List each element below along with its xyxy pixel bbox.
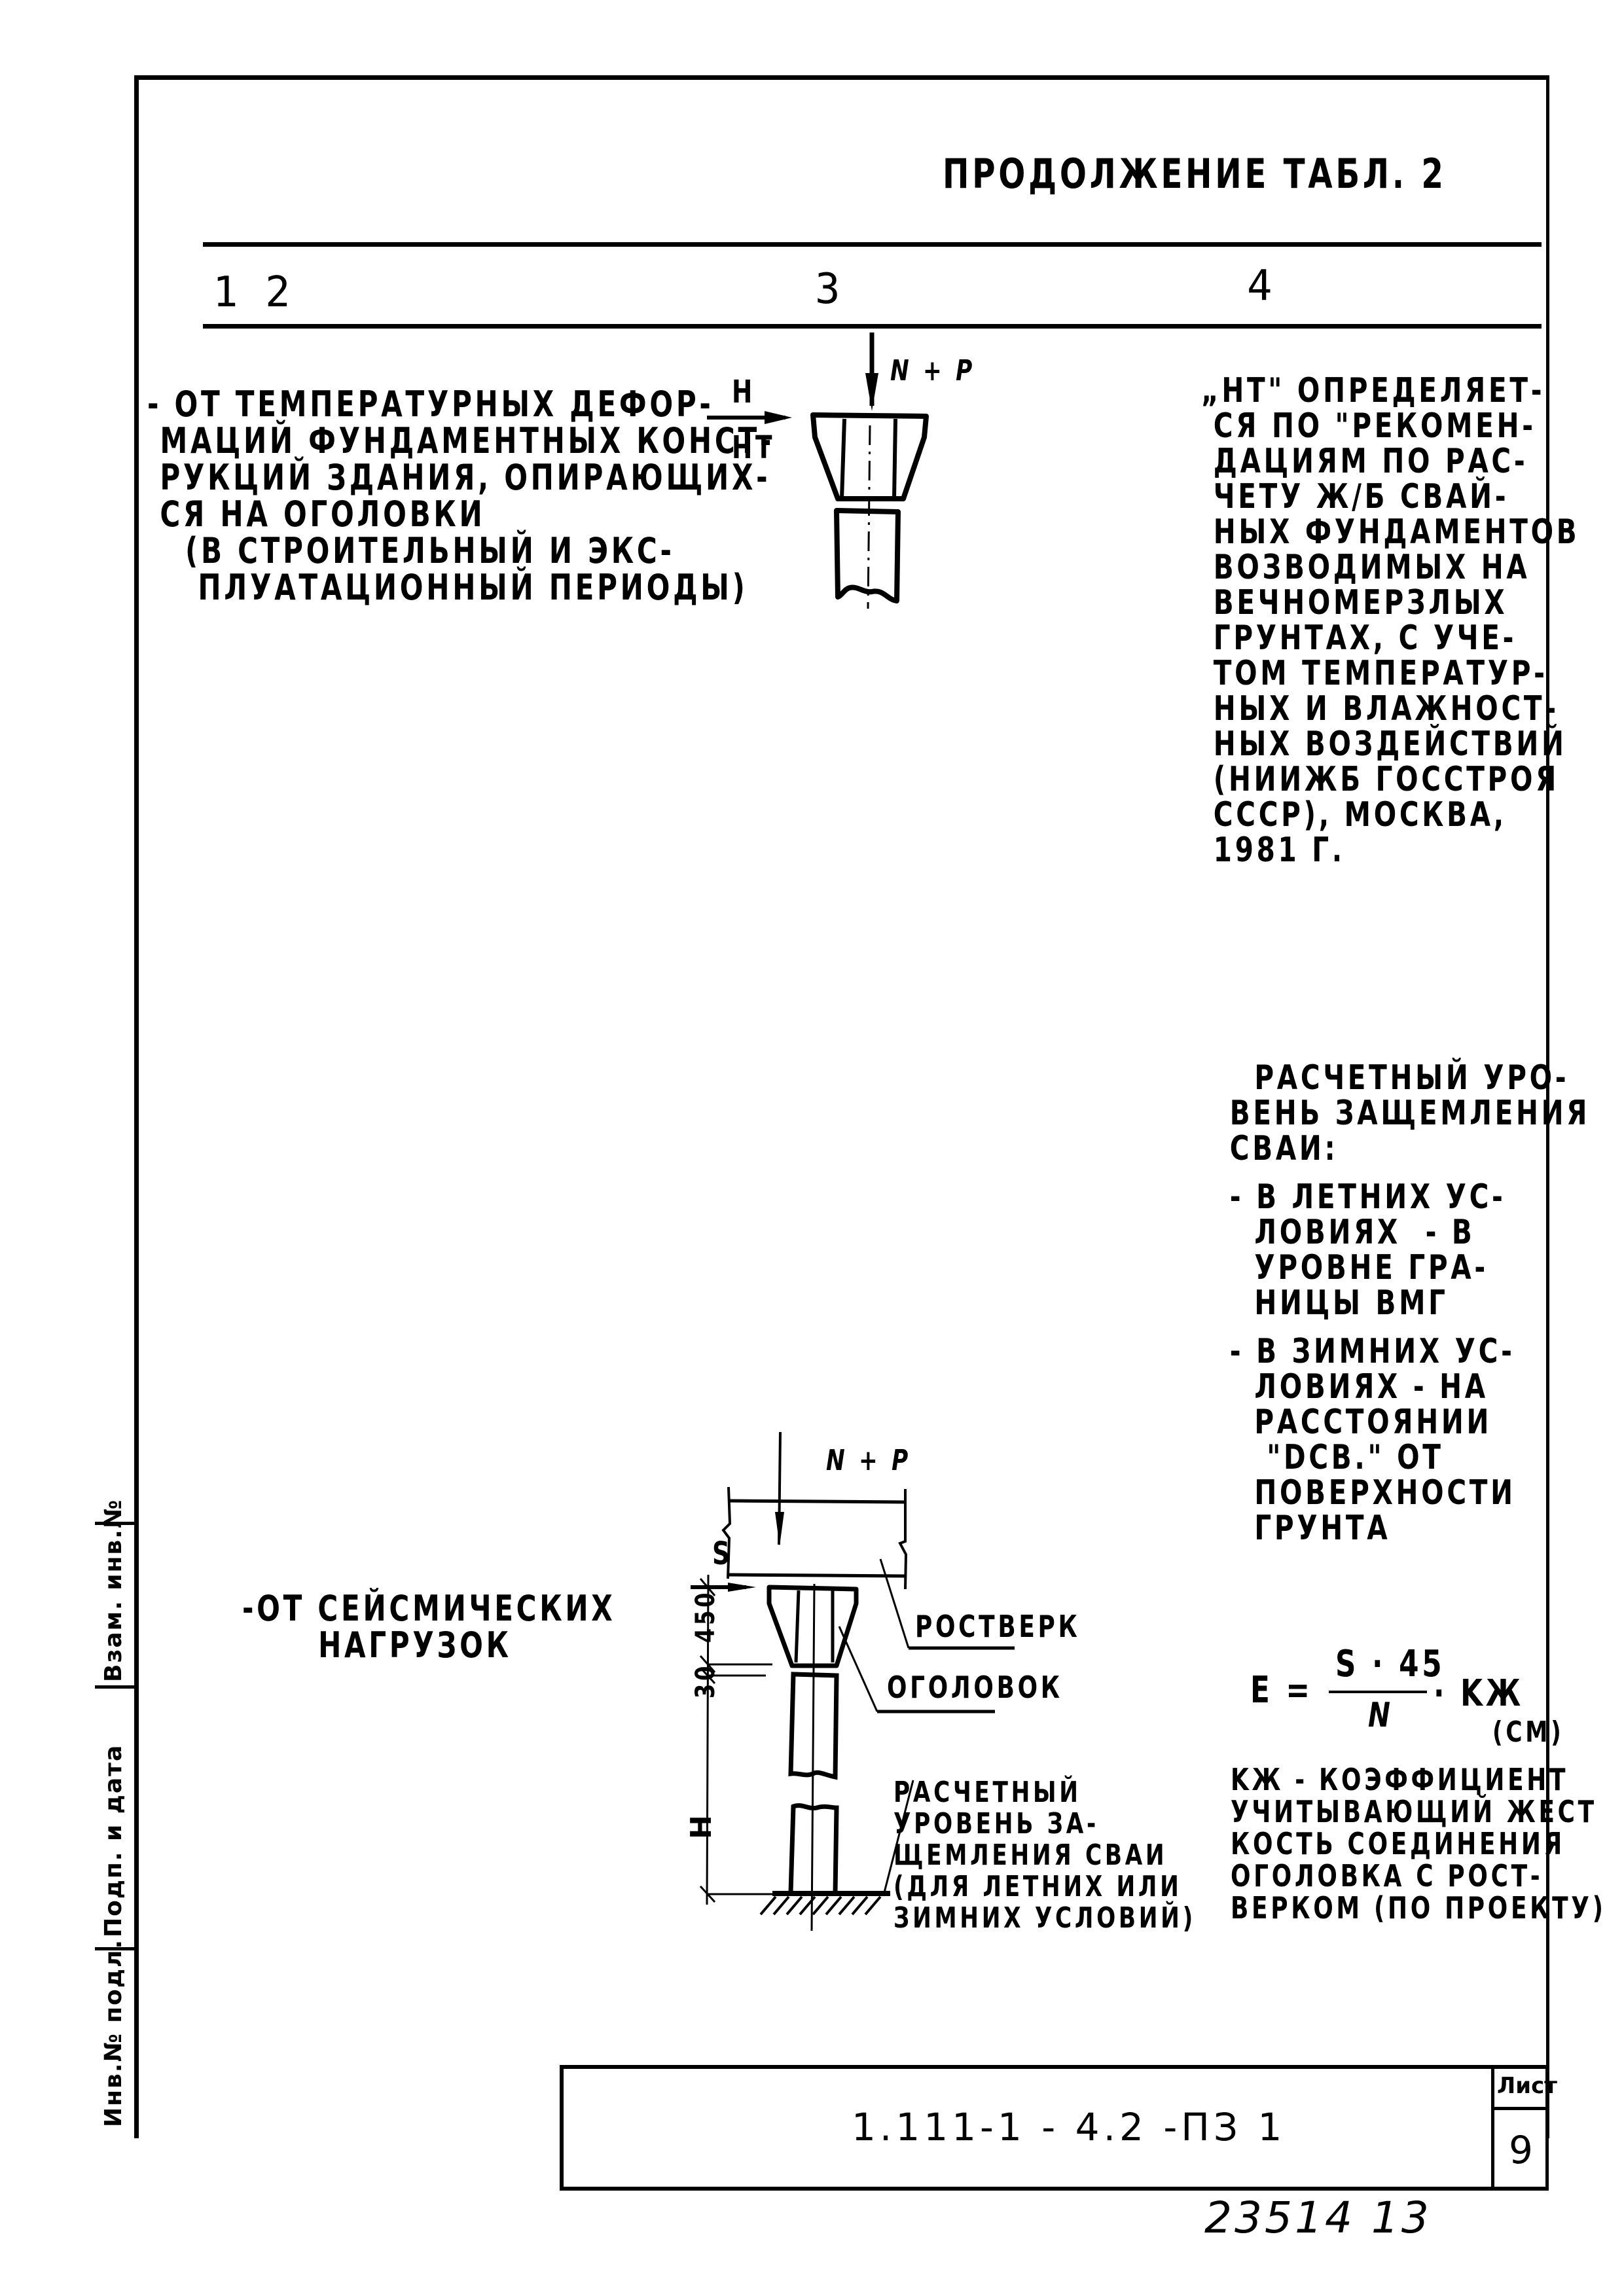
row1-description: - от температурных дефор- маций фундамен…: [147, 386, 774, 606]
row2-note-line: "dсв." от: [1218, 1438, 1444, 1477]
formula-lhs: e =: [1250, 1669, 1313, 1712]
row1-note-line: 1981 г.: [1201, 831, 1345, 870]
document-code: 1.111-1 - 4.2 -ПЗ 1: [852, 2105, 1286, 2149]
row2-note-line: вень защемления: [1218, 1094, 1591, 1133]
row1-desc-line: ся на оголовки: [147, 493, 486, 535]
side-label-replacement: Взам. инв.№: [100, 1498, 127, 1682]
row2-note-line: Расчетный уро-: [1218, 1058, 1570, 1098]
row1-desc-line: (в строительный и экс-: [147, 530, 675, 571]
fixity-label-line: (для летних или: [893, 1870, 1182, 1903]
label-rostverk: Ростверк: [915, 1609, 1081, 1644]
row1-note-line: ных воздействий: [1201, 725, 1567, 764]
force-label-ht: Ht: [732, 429, 776, 466]
column-number-3: 3: [815, 265, 840, 314]
force-label-n-plus-p: N + P: [890, 354, 975, 387]
formula-unit: (см): [1492, 1715, 1564, 1749]
fraction-bar: [1329, 1691, 1427, 1693]
handwritten-archive-number: 23514 13: [1204, 2193, 1432, 2243]
row2-fixity-note: Расчетный уро- вень защемления сваи: - в…: [1218, 1060, 1590, 1546]
row2-desc-line: -от сейсмических: [242, 1588, 616, 1629]
label-ogolovok: Оголовок: [887, 1670, 1063, 1705]
row2-note-line: уровне гра-: [1218, 1248, 1489, 1287]
row1-note-line: ся по "Рекомен-: [1201, 406, 1536, 446]
row1-desc-line: рукций здания, опирающих-: [147, 457, 771, 498]
column-number-4: 4: [1247, 262, 1272, 310]
coefficient-note-line: кость соединения: [1231, 1826, 1565, 1861]
row1-pile-cap-diagram: [707, 332, 929, 609]
formula-denominator: N: [1368, 1696, 1394, 1735]
seismic-force-label-n-plus-p: N + P: [826, 1444, 911, 1477]
side-approval-strip: Взам. инв.№ Подп. и дата Инв.№ подл.: [95, 1499, 139, 2137]
row1-note-line: (НИИЖБ Госстроя: [1201, 760, 1560, 799]
sheet-divider: [1494, 2107, 1545, 2110]
coefficient-note-line: верком (по проекту): [1231, 1890, 1606, 1926]
row2-note-line: ловиях - на: [1218, 1367, 1489, 1407]
row1-note-line: ных и влажност-: [1201, 689, 1559, 728]
dimension-h: h: [685, 1811, 718, 1839]
table-top-rule: [203, 242, 1542, 247]
row2-note-line: ловиях - в: [1218, 1213, 1475, 1252]
dimension-30: 30: [691, 1662, 721, 1698]
sheet-box: Лист 9: [1491, 2069, 1557, 2187]
side-cell-inventory: Инв.№ подл.: [95, 1939, 139, 2137]
row1-desc-line: маций фундаментных конст-: [147, 420, 775, 461]
sheet-label: Лист: [1497, 2073, 1557, 2099]
row2-note-line: - в зимних ус-: [1218, 1332, 1515, 1371]
label-fixity-level: Расчетный уровень за- щемления сваи (для…: [893, 1777, 1196, 1934]
coefficient-note-line: оголовка с рост-: [1231, 1858, 1543, 1893]
force-label-h: H: [732, 374, 756, 410]
row1-note-line: вечномерзлых: [1201, 583, 1508, 622]
table-continuation-caption: Продолжение табл. 2: [943, 150, 1447, 198]
row2-note-line: - в летних ус-: [1218, 1177, 1506, 1217]
column-number-1: 1: [213, 268, 238, 317]
fixity-label-line: уровень за-: [893, 1807, 1099, 1840]
sheet-number: 9: [1509, 2128, 1533, 2172]
row2-note-line: поверхности: [1218, 1473, 1516, 1513]
row2-seismic-diagram: [691, 1431, 1015, 1931]
side-label-inventory: Инв.№ подл.: [100, 1938, 127, 2127]
table-header-rule: [203, 324, 1542, 329]
column-number-2: 2: [265, 268, 291, 317]
row1-note-line: „Ht" определяет-: [1201, 371, 1545, 410]
formula-multiplier: · Kж: [1434, 1672, 1524, 1715]
coefficient-note: Kж - коэффициент учитывающий жест кость …: [1231, 1764, 1606, 1924]
row1-note-line: чету ж/б свай-: [1201, 477, 1509, 516]
row1-note-line: ных фундаментов: [1201, 512, 1580, 552]
eccentricity-formula: e = S · 45 N · Kж: [1250, 1646, 1538, 1738]
side-cell-signature: Подп. и дата: [95, 1685, 139, 1950]
row2-desc-line: нагрузок: [242, 1624, 512, 1666]
row1-desc-line: плуатационный периоды): [147, 567, 748, 608]
row2-note-line: грунта: [1218, 1509, 1391, 1548]
row1-note-line: том температур-: [1201, 654, 1548, 693]
coefficient-note-line: учитывающий жест: [1231, 1794, 1597, 1829]
row1-desc-line: - от температурных дефор-: [147, 384, 714, 425]
dimension-450: 450: [691, 1589, 721, 1643]
coefficient-note-line: Kж - коэффициент: [1231, 1762, 1569, 1797]
seismic-force-label-s: S: [712, 1535, 733, 1572]
row1-note-line: возводимых на: [1201, 548, 1530, 587]
fixity-label-line: щемления сваи: [893, 1839, 1168, 1872]
row1-note-line: дациям по рас-: [1201, 442, 1528, 481]
side-cell-replacement: Взам. инв.№: [95, 1499, 139, 1689]
fixity-label-line: Расчетный: [893, 1776, 1081, 1809]
drawing-frame: [134, 75, 1549, 2138]
title-block: 1.111-1 - 4.2 -ПЗ 1 Лист 9: [560, 2065, 1557, 2191]
row2-note-line: ницы ВМГ: [1218, 1283, 1449, 1323]
row1-reference-note: „Ht" определяет- ся по "Рекомен- дациям …: [1201, 373, 1579, 868]
fixity-label-line: зимних условий): [893, 1901, 1196, 1935]
row2-note-line: сваи:: [1218, 1129, 1339, 1168]
row1-note-line: грунтах, с уче-: [1201, 619, 1517, 658]
side-label-signature: Подп. и дата: [100, 1744, 127, 1937]
formula-numerator: S · 45: [1335, 1643, 1445, 1685]
row1-note-line: СССР), Москва,: [1201, 795, 1507, 834]
row2-note-line: расстоянии: [1218, 1403, 1492, 1442]
row2-description: -от сейсмических нагрузок: [242, 1590, 615, 1664]
